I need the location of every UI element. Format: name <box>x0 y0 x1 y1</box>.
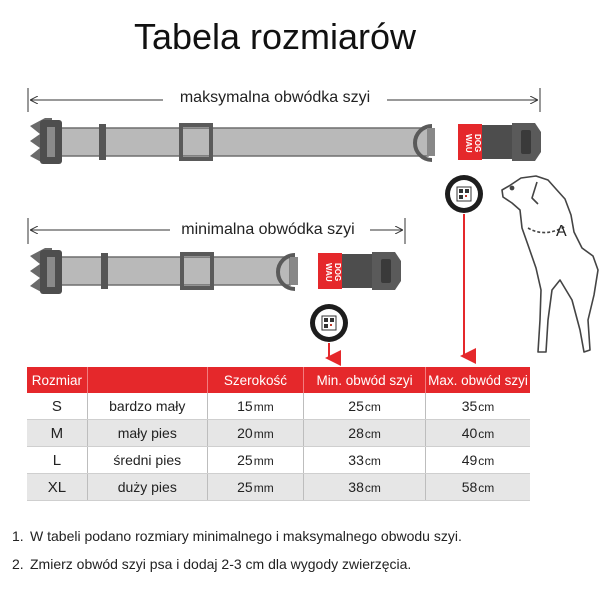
width-value: 20 <box>237 425 253 441</box>
size-code: L <box>27 446 88 474</box>
note-text: Zmierz obwód szyi psa i dodaj 2-3 cm dla… <box>30 556 412 572</box>
table-row: L średni pies 25mm 33cm 49cm <box>27 446 530 474</box>
table-row: S bardzo mały 15mm 25cm 35cm <box>27 393 530 420</box>
note-number: 2. <box>12 556 24 572</box>
unit-cm: cm <box>478 400 495 414</box>
max-cell: 35cm <box>425 393 530 420</box>
unit-mm: mm <box>253 400 274 414</box>
col-header-max: Max. obwód szyi <box>425 367 530 393</box>
min-cell: 25cm <box>303 393 426 420</box>
unit-mm: mm <box>253 427 274 441</box>
width-cell: 25mm <box>207 473 305 501</box>
width-value: 15 <box>237 398 253 414</box>
min-cell: 38cm <box>303 473 426 501</box>
min-value: 33 <box>348 452 364 468</box>
max-neck-label: maksymalna obwódka szyi <box>180 89 370 106</box>
collar-diagram: maksymalna obwódka szyi WAU DOG minimaln… <box>27 86 599 366</box>
notes-list: 1. W tabeli podano rozmiary minimalnego i… <box>12 528 592 584</box>
collar-min: WAU DOG <box>30 248 401 294</box>
wau-tag-top-min: WAU <box>324 263 333 282</box>
min-cell: 28cm <box>303 419 426 447</box>
width-cell: 20mm <box>207 419 305 447</box>
min-cell: 33cm <box>303 446 426 474</box>
width-cell: 25mm <box>207 446 305 474</box>
table-row: XL duży pies 25mm 38cm 58cm <box>27 473 530 501</box>
table-row: M mały pies 20mm 28cm 40cm <box>27 419 530 447</box>
table-header-row: Rozmiar Szerokość Min. obwód szyi Max. o… <box>27 367 530 393</box>
max-cell: 49cm <box>425 446 530 474</box>
unit-cm: cm <box>364 427 381 441</box>
max-cell: 40cm <box>425 419 530 447</box>
max-value: 35 <box>461 398 478 414</box>
wau-tag-bottom-min: DOG <box>333 263 342 281</box>
unit-mm: mm <box>253 481 274 495</box>
width-cell: 15mm <box>207 393 305 420</box>
size-description: bardzo mały <box>87 393 208 420</box>
unit-cm: cm <box>478 481 495 495</box>
dog-neck-marker: A <box>556 223 567 240</box>
size-description: mały pies <box>87 419 208 447</box>
col-header-width: Szerokość <box>207 367 305 393</box>
note-text: W tabeli podano rozmiary minimalnego i m… <box>30 528 462 544</box>
max-value: 40 <box>461 425 478 441</box>
min-value: 28 <box>348 425 364 441</box>
col-header-min: Min. obwód szyi <box>303 367 426 393</box>
max-value: 49 <box>461 452 478 468</box>
width-value: 25 <box>237 479 253 495</box>
size-description: duży pies <box>87 473 208 501</box>
qr-tag-min <box>310 304 348 342</box>
min-value: 38 <box>348 479 364 495</box>
note-item: 1. W tabeli podano rozmiary minimalnego i… <box>12 528 592 544</box>
wau-tag-bottom: DOG <box>473 134 482 152</box>
col-header-description <box>87 367 208 393</box>
unit-cm: cm <box>478 454 495 468</box>
min-neck-label: minimalna obwódka szyi <box>181 221 354 238</box>
page-title: Tabela rozmiarów <box>133 16 417 57</box>
size-code: M <box>27 419 88 447</box>
qr-tag-max <box>445 175 483 213</box>
col-header-size: Rozmiar <box>27 367 88 393</box>
size-description: średni pies <box>87 446 208 474</box>
unit-mm: mm <box>253 454 274 468</box>
dog-outline-icon <box>501 175 599 353</box>
size-table: Rozmiar Szerokość Min. obwód szyi Max. o… <box>27 367 530 501</box>
wau-tag-top: WAU <box>464 134 473 153</box>
size-code: S <box>27 393 88 420</box>
unit-cm: cm <box>364 481 381 495</box>
note-item: 2. Zmierz obwód szyi psa i dodaj 2-3 cm d… <box>12 556 592 572</box>
max-cell: 58cm <box>425 473 530 501</box>
min-value: 25 <box>348 398 364 414</box>
unit-cm: cm <box>478 427 495 441</box>
collar-max: WAU DOG <box>30 118 541 164</box>
note-number: 1. <box>12 528 24 544</box>
unit-cm: cm <box>364 400 381 414</box>
size-code: XL <box>27 473 88 501</box>
max-value: 58 <box>461 479 478 495</box>
width-value: 25 <box>237 452 253 468</box>
unit-cm: cm <box>364 454 381 468</box>
